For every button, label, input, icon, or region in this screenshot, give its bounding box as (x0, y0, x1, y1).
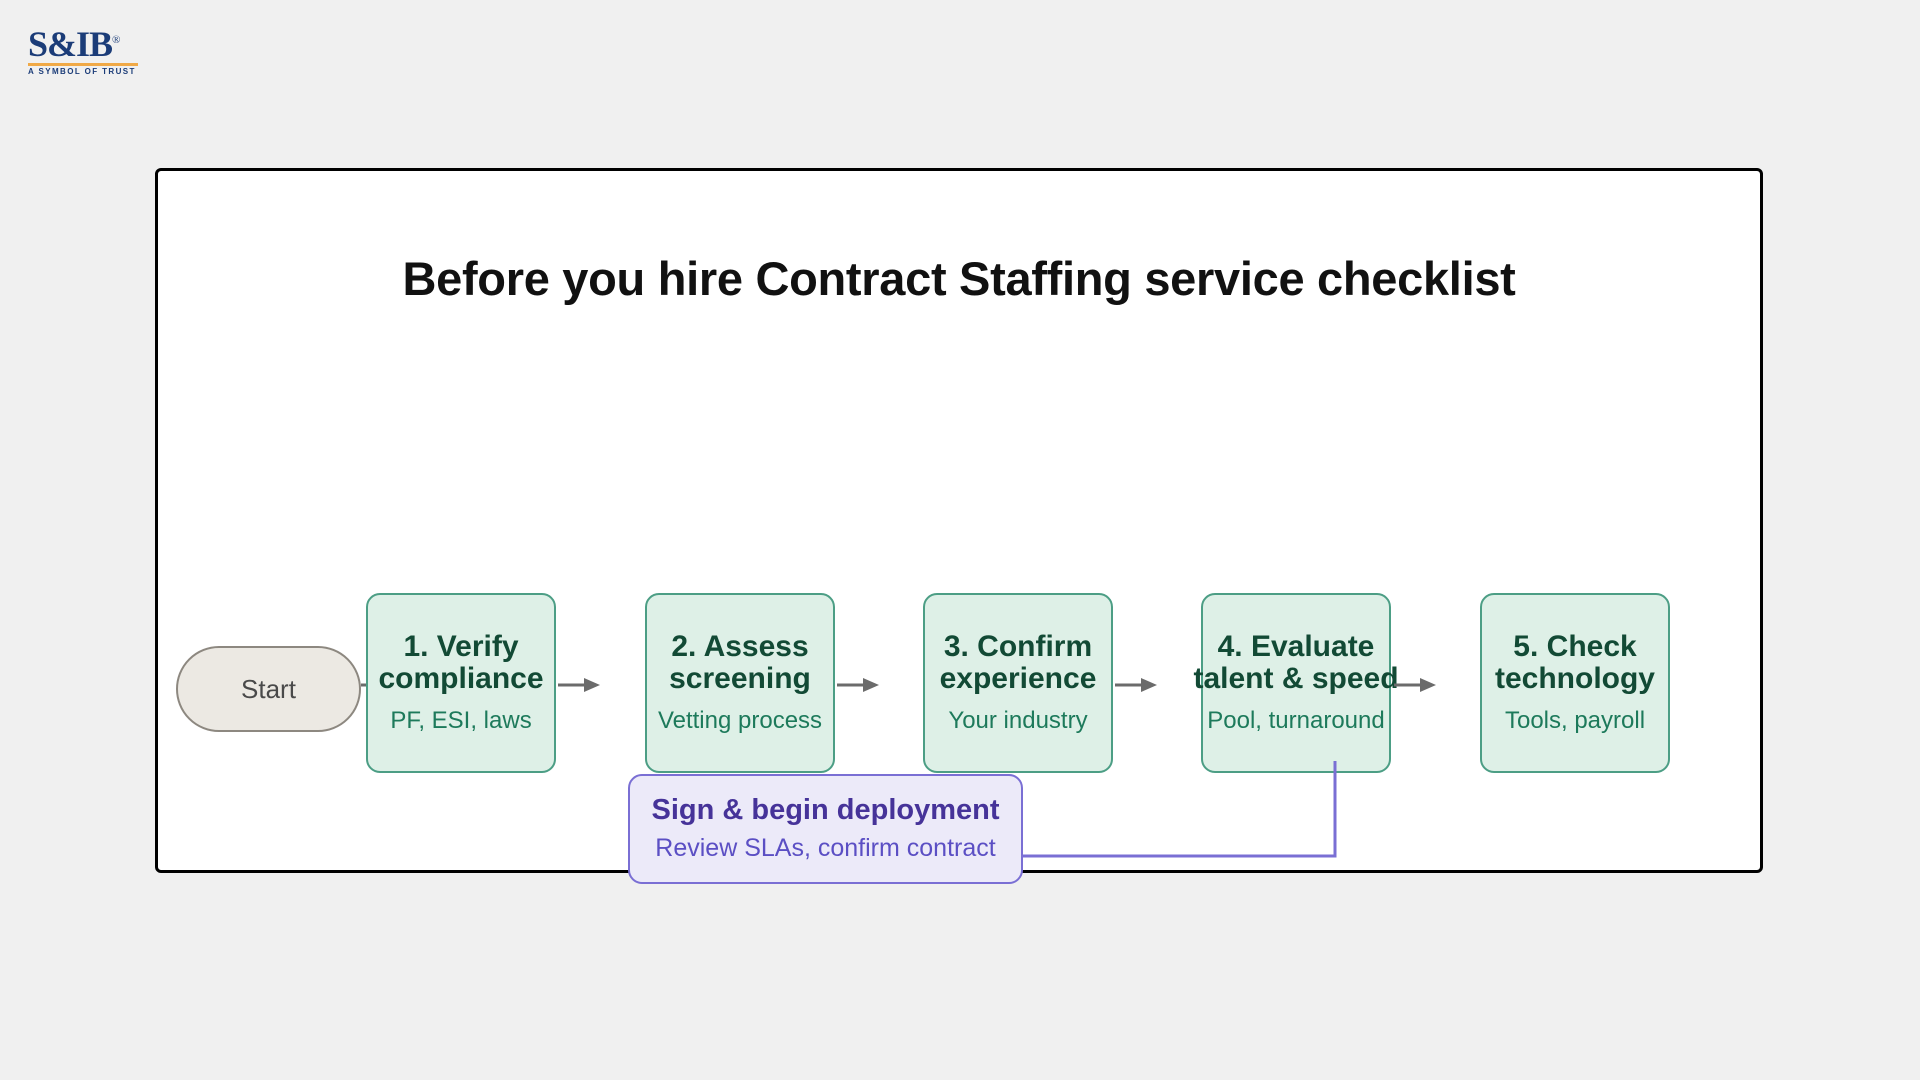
step-4-subtitle: Pool, turnaround (1207, 707, 1385, 735)
brand-wordmark-text: S&IB (28, 24, 113, 64)
registered-trademark-icon: ® (112, 34, 120, 46)
flowchart-row: Start 1. Verify compliance PF, ESI, laws… (158, 586, 1760, 773)
flow-node-start-label: Start (241, 673, 296, 704)
step-1-subtitle: PF, ESI, laws (390, 707, 532, 735)
flow-node-step-2[interactable]: 2. Assess screening Vetting process (645, 593, 835, 773)
flow-node-deployment[interactable]: Sign & begin deployment Review SLAs, con… (628, 774, 1023, 884)
flow-node-step-1[interactable]: 1. Verify compliance PF, ESI, laws (366, 593, 556, 773)
step-5-title-line1: 5. Check (1513, 629, 1637, 663)
step-3-title-line2: experience (939, 662, 1097, 695)
arrow-step-1-to-step-2-icon (558, 678, 600, 692)
step-3-title-line1: 3. Confirm (943, 629, 1093, 663)
step-1-title-line1: 1. Verify (403, 629, 519, 663)
connector-step-5-to-deployment-icon (1018, 761, 1337, 858)
brand-tagline: A SYMBOL OF TRUST (28, 67, 136, 76)
step-5-title-line2: technology (1494, 662, 1655, 695)
arrow-step-3-to-step-4-icon (1115, 678, 1157, 692)
step-2-subtitle: Vetting process (657, 707, 823, 735)
deployment-title: Sign & begin deployment (651, 793, 1000, 826)
step-4-title-line1: 4. Evaluate (1217, 629, 1375, 663)
flow-node-step-4[interactable]: 4. Evaluate talent & speed Pool, turnaro… (1193, 593, 1399, 773)
arrow-step-4-to-step-5-icon (1394, 678, 1436, 692)
deployment-subtitle: Review SLAs, confirm contract (655, 834, 996, 863)
step-1-title-line2: compliance (378, 662, 544, 695)
step-3-subtitle: Your industry (948, 707, 1088, 735)
brand-wordmark: S&IB® (28, 22, 120, 64)
step-2-title-line1: 2. Assess (671, 629, 809, 663)
flow-node-step-5[interactable]: 5. Check technology Tools, payroll (1480, 593, 1670, 773)
diagram-card: Before you hire Contract Staffing servic… (155, 168, 1763, 884)
brand-logo: S&IB® A SYMBOL OF TRUST (28, 22, 168, 76)
page-title: Before you hire Contract Staffing servic… (402, 252, 1516, 305)
brand-rule-divider (28, 63, 138, 66)
flow-node-step-3[interactable]: 3. Confirm experience Your industry (923, 593, 1113, 773)
step-4-title-line2: talent & speed (1193, 662, 1399, 695)
step-5-subtitle: Tools, payroll (1504, 707, 1646, 735)
step-2-title-line2: screening (669, 662, 811, 695)
flow-node-start[interactable]: Start (176, 646, 361, 732)
arrow-step-2-to-step-3-icon (837, 678, 879, 692)
